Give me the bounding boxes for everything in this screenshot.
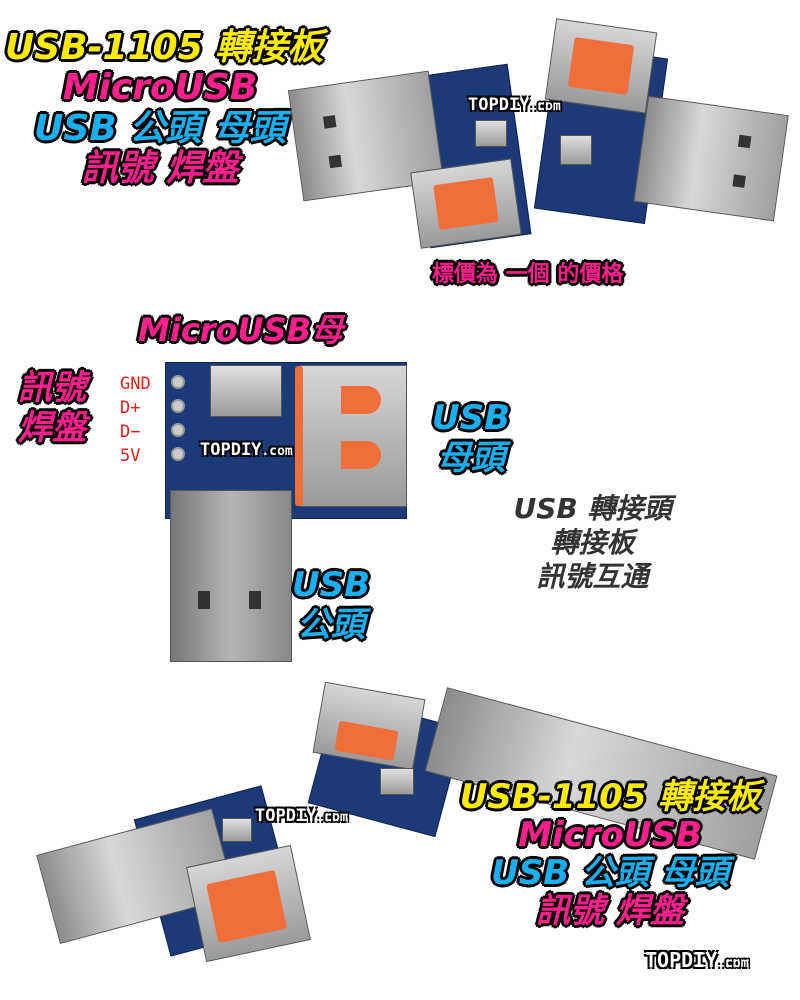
top-title: USB-1105 轉接板 MicroUSB USB 公頭 母頭 訊號 焊盤 [4,26,324,190]
label-line: USB [291,564,371,606]
micro-usb-female-label: MicroUSB母 [137,310,344,350]
usb-female-label: USB 母頭 [431,397,511,479]
desc-line: 轉接板 [550,526,635,559]
watermark: TOPDIY.com [255,806,348,826]
label-line: 母頭 [436,437,506,479]
title-line-model: USB-1105 轉接板 [459,777,762,817]
desc-line: USB 轉接頭 [513,492,672,525]
description: USB 轉接頭 轉接板 訊號互通 [495,492,690,594]
price-note: 標價為 一個 的價格 [431,261,624,288]
pin-dminus: D− [120,422,141,442]
title-line-micro: MicroUSB [62,66,259,109]
label-line: 公頭 [296,604,366,646]
watermark: TOPDIY.com [645,948,749,972]
pad-label-line: 訊號 [17,367,87,409]
pin-gnd: GND [120,374,151,394]
title-line-micro: MicroUSB [517,815,703,856]
title-line-model: USB-1105 轉接板 [4,26,324,69]
pin-dplus: D+ [120,398,141,418]
title-line-pads: 訊號 焊盤 [535,891,685,932]
pin-5v: 5V [120,446,141,466]
watermark: TOPDIY.com [468,95,561,115]
desc-line: 訊號互通 [536,560,649,593]
title-line-usb: USB 公頭 母頭 [33,107,287,150]
usb-male-label: USB 公頭 [291,564,371,646]
bottom-title: USB-1105 轉接板 MicroUSB USB 公頭 母頭 訊號 焊盤 [455,777,765,932]
pad-label: 訊號 焊盤 [17,367,87,449]
title-line-usb: USB 公頭 母頭 [490,853,730,894]
title-line-pads: 訊號 焊盤 [81,147,240,190]
pad-label-line: 焊盤 [17,407,87,449]
label-line: USB [431,397,511,439]
watermark: TOPDIY.com [200,440,293,460]
